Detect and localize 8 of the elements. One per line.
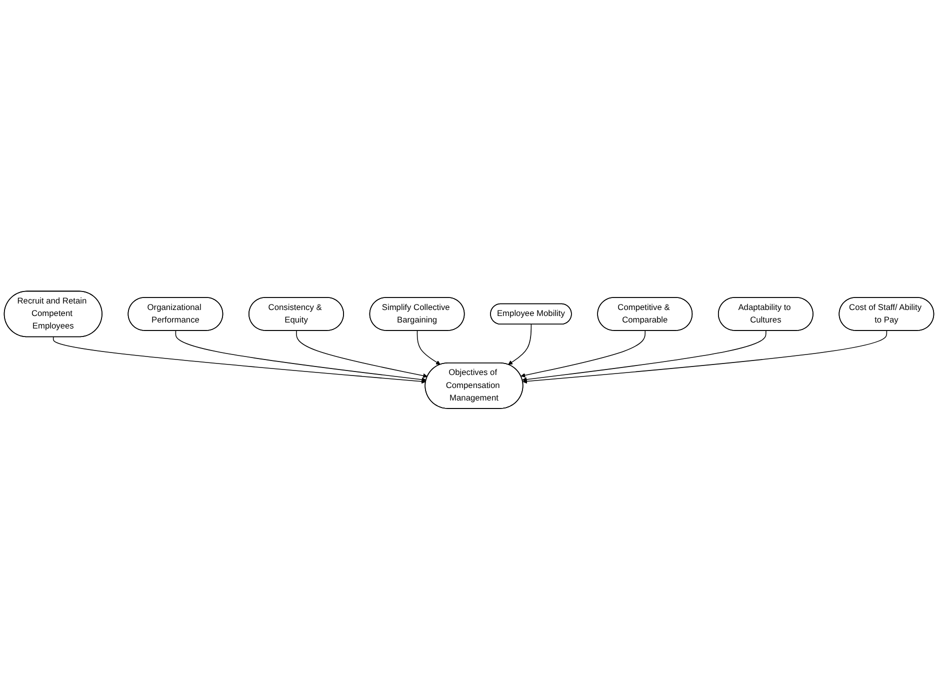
arrow — [416, 330, 441, 364]
arrow — [175, 330, 426, 382]
arrow — [296, 330, 428, 378]
arrow — [508, 324, 532, 364]
arrow — [520, 330, 646, 378]
arrow — [522, 330, 766, 382]
arrow — [52, 336, 426, 384]
arrow — [522, 330, 888, 384]
